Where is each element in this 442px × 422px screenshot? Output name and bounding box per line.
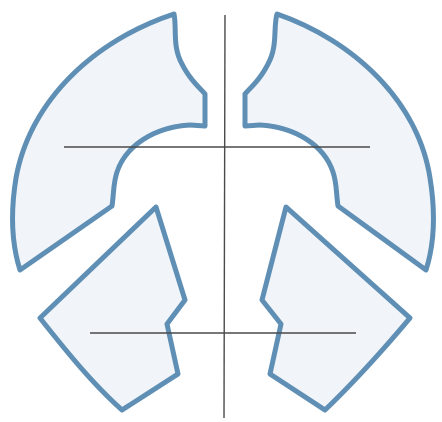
upper-left-piece [13,14,205,270]
vertical-center-line [224,15,225,418]
upper-right-piece [245,14,433,270]
